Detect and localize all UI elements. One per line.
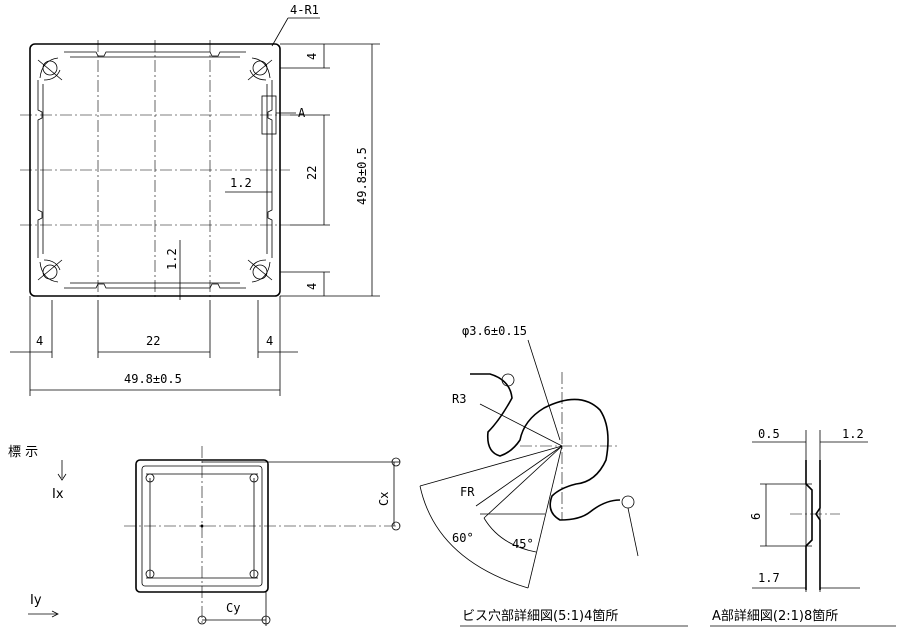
bottom-dimensions [10,296,298,396]
label-angle-60: 60° [452,531,474,545]
detail-a: 6 0.5 1.2 1.7 A部詳細図(2:1)8箇所 [710,427,896,627]
dim-pitch-vertical: 22 [305,166,319,180]
dim-overall-height: 49.8±0.5 [355,147,369,205]
screw-hole-detail: φ3.6±0.15 R3 FR 60° 45° ビス穴部詳細図(5:1)4箇所 [419,324,688,627]
section-view: 標 示 Ix Iy Cx Cy [8,445,401,626]
dim-detail-right: 1.2 [842,427,864,441]
caption-screw-detail: ビス穴部詳細図(5:1)4箇所 [462,608,618,624]
dim-pitch-horizontal: 22 [146,334,160,348]
screw-ref-circle-bottom [621,495,635,509]
label-cx: Cx [377,492,391,506]
dim-detail-bottom: 1.7 [758,571,780,585]
right-dimensions [280,43,380,297]
detail-a-marker-label: A [298,106,306,120]
dim-top-offset: 4 [305,53,319,60]
corner-screw-hole-bl [37,259,63,283]
label-fr: FR [460,485,475,499]
main-profile-view: A 4-R1 4 22 4 49.8±0.5 1.2 1.2 [10,3,380,396]
dim-left-offset: 4 [36,334,43,348]
dim-detail-left: 0.5 [758,427,780,441]
screw-ref-circle-top [501,373,515,387]
label-display: 標 示 [8,445,38,460]
dim-right-offset: 4 [266,334,273,348]
label-radius: R3 [452,392,466,406]
label-cy: Cy [226,601,240,615]
dim-wall-thickness: 1.2 [230,176,252,190]
callout-corner-radius: 4-R1 [290,3,319,17]
angle-arc-60 [419,485,529,589]
dim-bottom-offset: 4 [305,283,319,290]
corner-screw-hole-br [247,259,273,283]
label-iy: Iy [30,593,42,608]
dim-overall-width: 49.8±0.5 [124,372,182,386]
profile-inner-wall [37,51,273,289]
detail-a-marker-box [261,95,277,135]
corner-screw-hole-tl [37,57,63,81]
angle-arc-45 [483,517,537,553]
corner-screw-hole-tr [247,57,273,81]
caption-detail-a: A部詳細図(2:1)8箇所 [712,608,838,624]
dim-wall-thickness-2: 1.2 [165,248,179,270]
label-angle-45: 45° [512,537,534,551]
dim-detail-height: 6 [749,513,763,520]
label-diameter: φ3.6±0.15 [462,324,527,338]
centerlines [20,40,290,300]
detail-a-wall [805,460,821,590]
label-ix: Ix [52,487,64,502]
screw-slot-outline [470,373,621,521]
